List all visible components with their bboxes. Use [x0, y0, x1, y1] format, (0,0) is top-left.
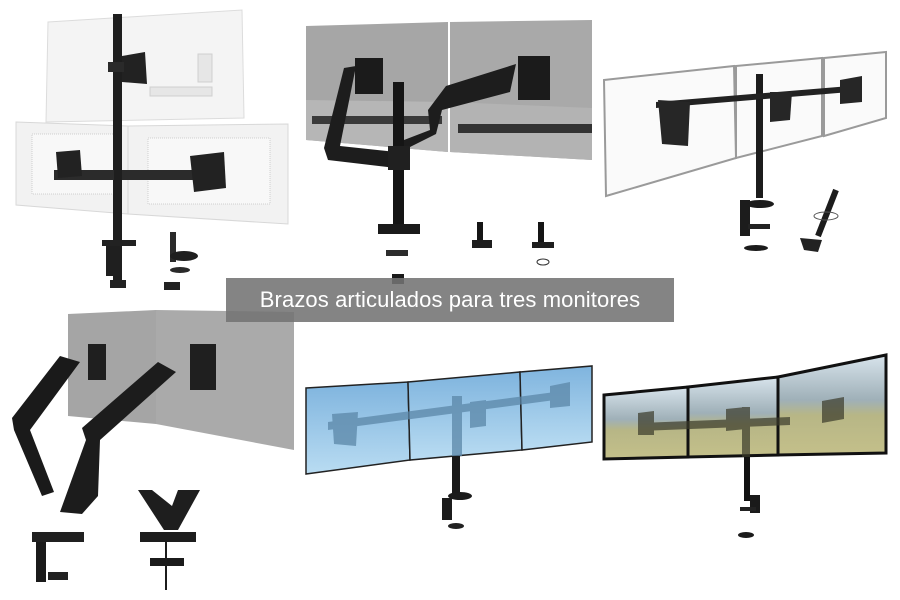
monitor-mount-illustration — [305, 365, 593, 529]
monitor-mount-illustration — [306, 20, 592, 284]
caption-banner: Brazos articulados para tres monitores — [226, 278, 674, 322]
product-image-triple-landscape[interactable] — [600, 345, 900, 545]
monitor-mount-illustration — [12, 310, 294, 590]
product-image-triple-silver[interactable] — [600, 40, 900, 260]
product-image-pole-mount-stacked[interactable] — [0, 0, 300, 300]
product-image-gas-spring-black[interactable] — [0, 300, 300, 600]
product-image-gas-spring-dual[interactable] — [300, 0, 600, 290]
monitor-mount-illustration — [602, 50, 887, 252]
product-image-triple-blue[interactable] — [300, 350, 600, 550]
monitor-mount-illustration — [602, 353, 888, 538]
monitor-mount-illustration — [15, 9, 289, 290]
